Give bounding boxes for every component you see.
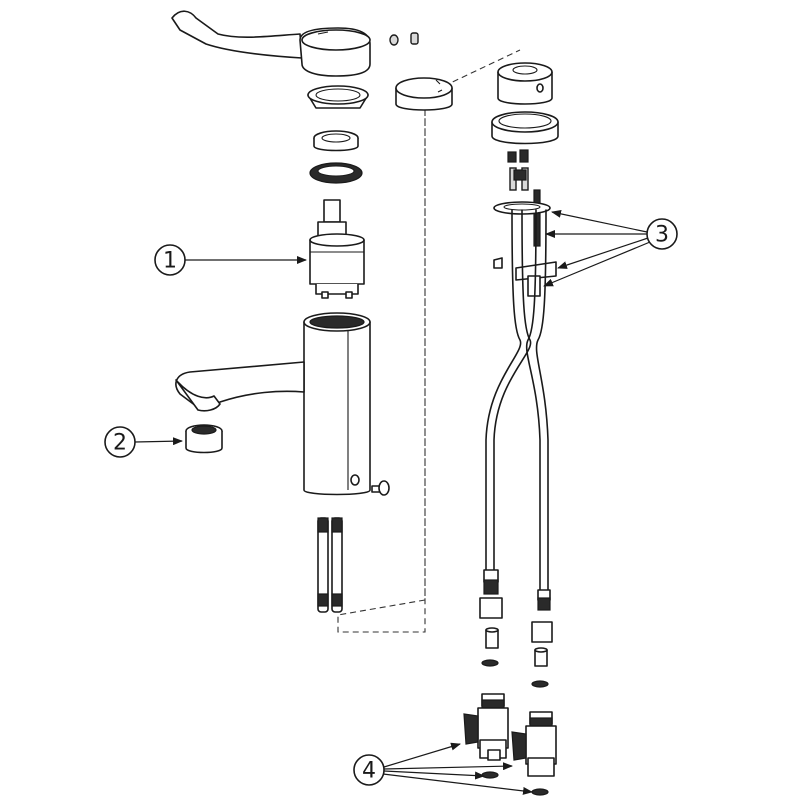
adapter-ring bbox=[491, 111, 559, 145]
aerator bbox=[185, 424, 223, 454]
o-ring bbox=[309, 162, 363, 184]
mounting-studs bbox=[317, 517, 343, 613]
callout-4-label: 4 bbox=[362, 759, 376, 784]
sealing-washers bbox=[481, 659, 549, 796]
callout-3-label: 3 bbox=[655, 223, 669, 248]
callout-2: 2 bbox=[104, 426, 183, 458]
body-screw bbox=[371, 480, 390, 496]
assembly-path-line bbox=[337, 49, 521, 633]
adapter-upper bbox=[497, 62, 553, 105]
angle-valve-left bbox=[463, 693, 509, 761]
callout-2-label: 2 bbox=[113, 431, 127, 456]
angle-valve-right bbox=[511, 711, 557, 777]
callout-4: 4 bbox=[353, 742, 533, 795]
hose-connectors bbox=[507, 149, 541, 247]
lever-handle bbox=[171, 10, 371, 77]
fixing-bracket bbox=[493, 257, 557, 297]
set-screw bbox=[389, 32, 419, 46]
cartridge bbox=[309, 199, 365, 299]
callout-3: 3 bbox=[543, 209, 678, 287]
cap-ring bbox=[307, 85, 369, 109]
callout-1: 1 bbox=[154, 244, 307, 276]
hose-inserts bbox=[485, 627, 548, 667]
callout-1-label: 1 bbox=[163, 249, 177, 274]
faucet-body bbox=[175, 312, 371, 496]
flex-hoses bbox=[479, 209, 553, 643]
bonnet-nut bbox=[313, 130, 359, 152]
top-cap bbox=[395, 77, 453, 111]
